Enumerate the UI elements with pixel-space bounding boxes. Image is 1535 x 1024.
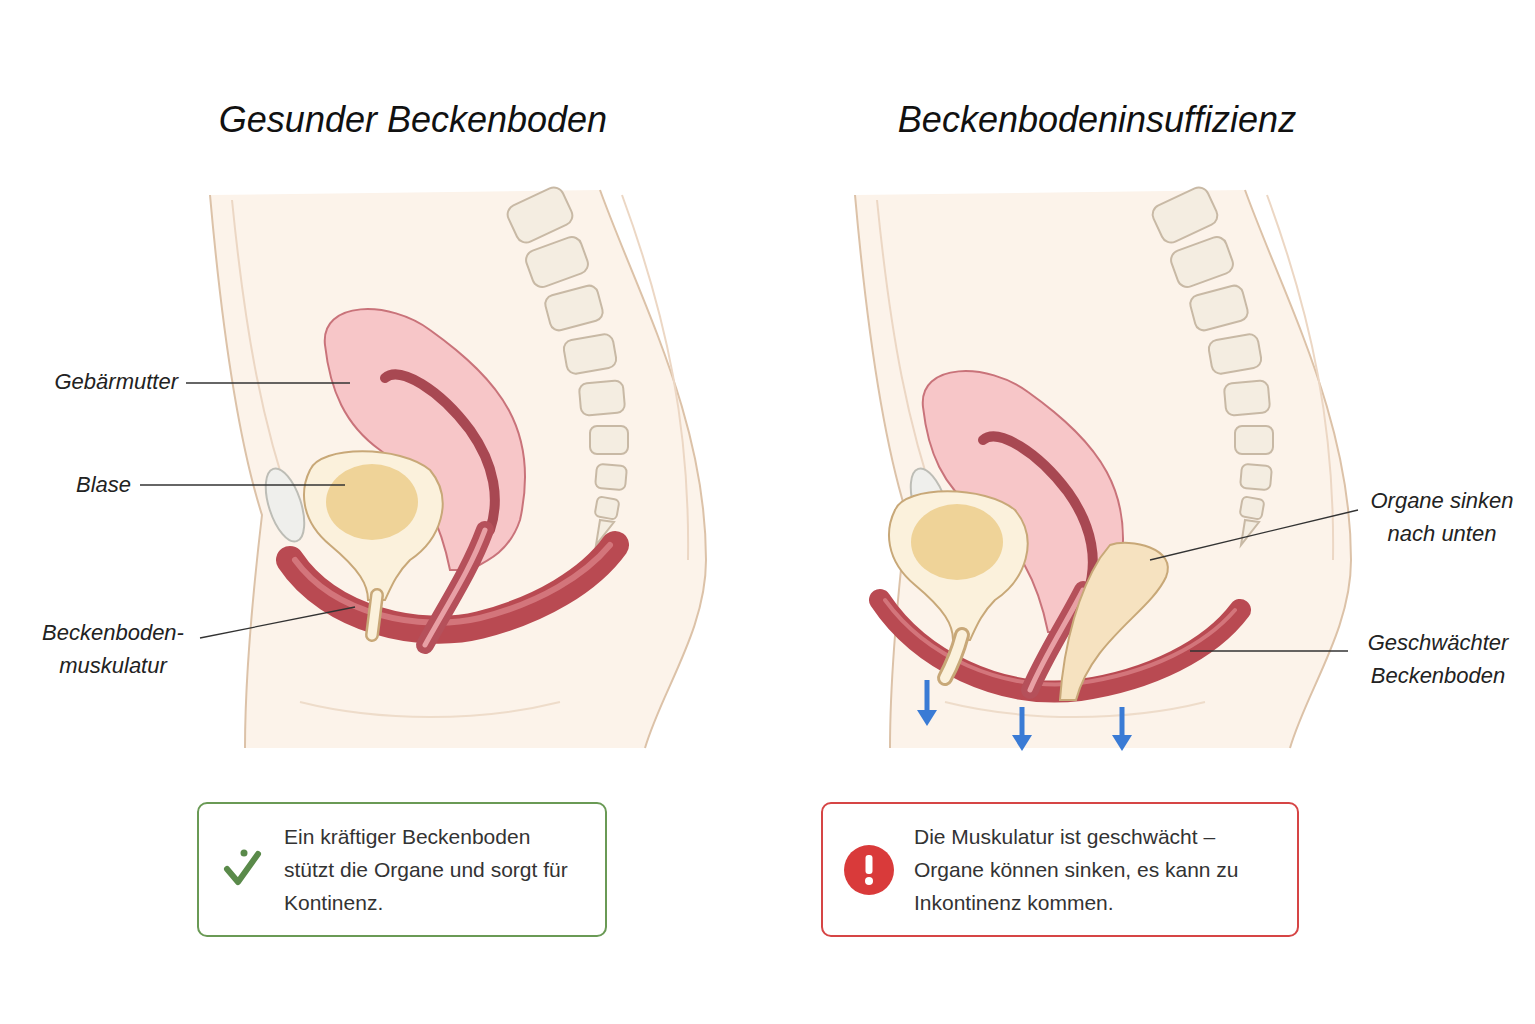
part-label: Organe sinken nach unten (1362, 484, 1522, 550)
check-icon (217, 844, 267, 898)
panel-title: Beckenbodeninsuffizienz (797, 98, 1397, 142)
icon-graphic (843, 844, 895, 896)
alert-icon (843, 844, 895, 900)
box-text: Die Muskulatur ist geschwächt – Organe k… (914, 820, 1277, 919)
part-label: Geschwächter Beckenboden (1358, 626, 1518, 692)
part-label: Blase (8, 468, 131, 501)
part-label: Beckenboden- muskulatur (28, 616, 198, 682)
icon-graphic (217, 844, 267, 894)
box-text: Ein kräftiger Beckenboden stützt die Org… (284, 820, 585, 919)
part-label: Gebärmutter (8, 365, 178, 398)
info-box: Ein kräftiger Beckenboden stützt die Org… (197, 802, 607, 937)
panel-title: Gesunder Beckenboden (113, 98, 713, 142)
warning-box: Die Muskulatur ist geschwächt – Organe k… (821, 802, 1299, 937)
